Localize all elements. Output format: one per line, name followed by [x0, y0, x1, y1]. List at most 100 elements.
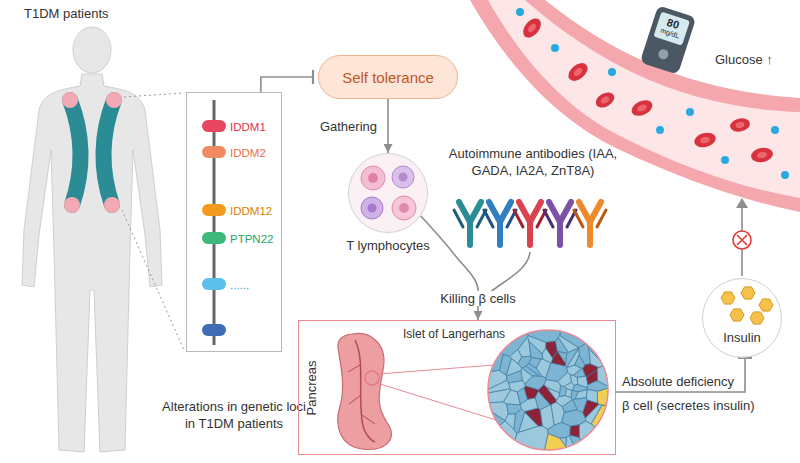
human-figure — [22, 74, 162, 452]
red-blood-cell — [600, 95, 611, 105]
glucose-dot — [721, 156, 729, 164]
t-cell — [392, 196, 416, 220]
chromosome — [62, 92, 78, 108]
insulin-granule — [730, 309, 744, 321]
antibody — [544, 210, 576, 227]
glucometer — [657, 48, 670, 61]
glucose-dot — [771, 126, 779, 134]
gene-label: PTPN22 — [230, 233, 273, 245]
edge-label: Gathering — [317, 119, 380, 134]
t-cell — [349, 154, 427, 232]
red-blood-cell — [750, 146, 774, 164]
red-blood-cell — [520, 15, 774, 164]
red-blood-cell — [520, 15, 545, 41]
red-blood-cell — [693, 130, 718, 149]
antibody — [514, 202, 546, 245]
glucose-dot — [781, 171, 789, 179]
circle-caption: T lymphocytes — [346, 238, 430, 253]
leader-line — [122, 93, 184, 350]
chromosome — [106, 92, 122, 108]
edge-label: Absolute deficiency — [619, 374, 737, 389]
zoom-line — [378, 365, 494, 374]
glucometer — [640, 5, 697, 74]
insulin-granule — [750, 312, 764, 324]
red-blood-cell — [729, 117, 751, 134]
merge-line — [486, 252, 530, 296]
insulin-granule — [721, 292, 735, 304]
gene-locus-bar — [202, 100, 226, 345]
circle-outline — [348, 153, 428, 233]
pancreas-organ — [338, 333, 391, 449]
red-blood-cell — [593, 89, 617, 110]
human-figure — [22, 27, 162, 452]
antibody — [574, 202, 606, 245]
gene-label: IDDM1 — [230, 121, 266, 133]
t-cell — [368, 173, 378, 183]
red-blood-cell — [699, 136, 710, 144]
chromosome — [104, 197, 120, 213]
gene-locus-bar — [202, 146, 226, 158]
gene-locus-bar — [202, 232, 226, 244]
islet — [486, 338, 503, 372]
t-cell — [368, 204, 377, 213]
red-blood-cell — [593, 89, 617, 110]
insulin-granule — [703, 279, 781, 357]
islet — [486, 380, 510, 393]
glucometer — [640, 5, 697, 74]
insulin-granule — [759, 299, 773, 311]
blocked-arrow — [733, 231, 751, 249]
hormone-circle: Insulin — [702, 278, 782, 358]
organ-label: Pancreas — [304, 361, 319, 416]
islet — [579, 421, 610, 452]
red-blood-cell — [750, 146, 774, 164]
t-cell — [349, 154, 427, 232]
gene-locus-bar — [202, 204, 226, 216]
t-cell — [399, 203, 409, 213]
pancreas-organ — [365, 371, 379, 385]
pancreas-organ — [355, 340, 375, 442]
antibody — [484, 202, 516, 245]
islet — [558, 352, 567, 364]
red-blood-cell — [565, 60, 591, 85]
islet — [486, 328, 610, 452]
antibody — [454, 202, 486, 245]
islet — [586, 370, 597, 385]
blocked-arrow — [736, 198, 748, 208]
red-blood-cell — [735, 121, 745, 129]
t-cell — [392, 166, 414, 188]
red-blood-cell — [757, 151, 768, 159]
gene-locus-bar — [213, 100, 216, 345]
chromosome — [70, 100, 81, 205]
glucose-dot — [608, 68, 616, 76]
circle-outline — [703, 279, 782, 358]
insulin-granule — [703, 279, 781, 357]
islet — [507, 404, 522, 414]
red-blood-cell — [572, 66, 584, 77]
human-figure — [73, 27, 111, 73]
cell-circle: T lymphocytes — [348, 153, 428, 233]
connector — [616, 358, 745, 392]
red-blood-cell — [693, 130, 718, 149]
red-blood-cell — [629, 97, 655, 119]
glucose-dot — [686, 108, 694, 116]
pancreas-organ — [348, 365, 375, 424]
annotation: Autoimmune antibodies (IAA, GADA, IA2A, … — [448, 146, 618, 180]
pancreas-organ — [338, 333, 391, 449]
red-blood-cell — [629, 97, 655, 119]
zoom-line — [377, 383, 496, 420]
leader-line — [122, 210, 184, 350]
gene-locus-bar — [202, 324, 226, 336]
glucose-dot — [656, 126, 664, 134]
islet — [577, 376, 588, 387]
blood-vessel — [470, 0, 800, 212]
circle-outline — [349, 154, 428, 233]
antibody — [514, 210, 546, 227]
antibody — [484, 210, 516, 227]
annotation: β cell (secretes insulin) — [622, 398, 754, 413]
t-cell — [361, 197, 383, 219]
gene-label: IDDM12 — [230, 205, 272, 217]
box-label: Self tolerance — [342, 69, 434, 86]
zoom-line — [377, 365, 496, 420]
glucometer — [653, 12, 690, 46]
